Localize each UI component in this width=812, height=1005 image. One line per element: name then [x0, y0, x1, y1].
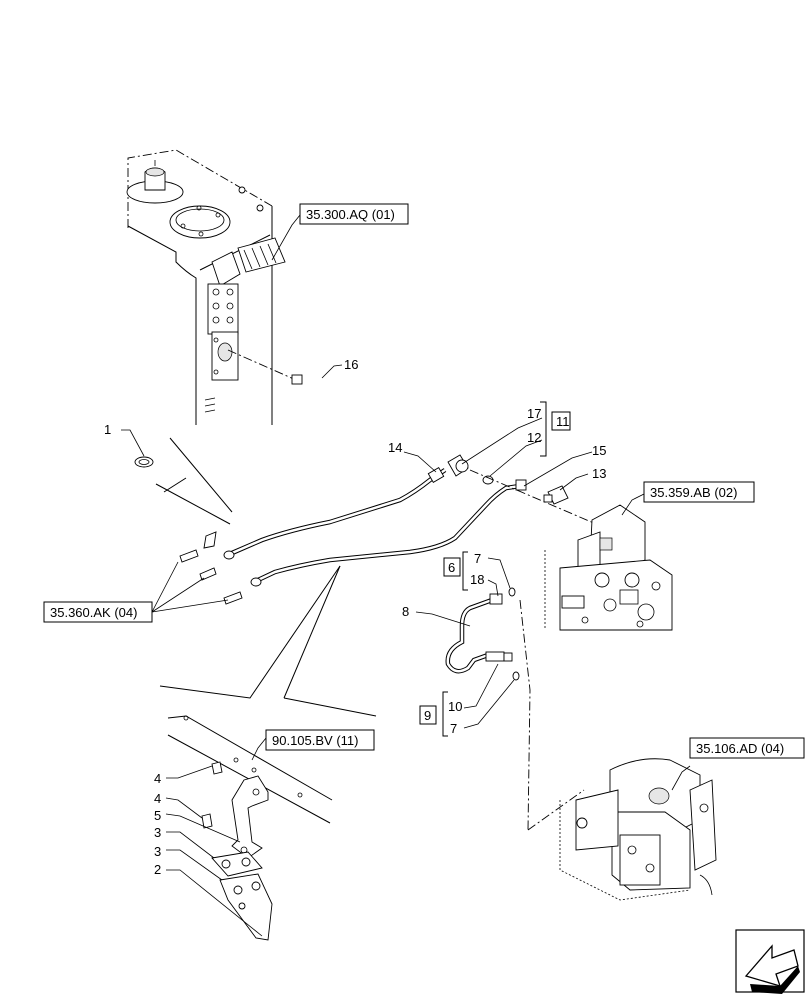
svg-text:11: 11: [556, 414, 570, 429]
callout-17[interactable]: 17: [527, 406, 541, 421]
leader-lines: [121, 214, 691, 937]
control-valve: [559, 504, 673, 631]
svg-text:35.106.AD (04): 35.106.AD (04): [696, 741, 784, 756]
ref-box-bracket[interactable]: 90.105.BV (11): [265, 729, 375, 751]
callout-1[interactable]: 1: [104, 422, 111, 437]
callout-18[interactable]: 18: [470, 572, 484, 587]
svg-text:35.359.AB (02): 35.359.AB (02): [650, 485, 737, 500]
callout-14[interactable]: 14: [388, 440, 402, 455]
callout-2[interactable]: 2: [154, 862, 161, 877]
hydraulic-tank: [126, 149, 297, 425]
callout-12[interactable]: 12: [527, 430, 541, 445]
o-ring-1: [134, 456, 154, 468]
callout-8[interactable]: 8: [402, 604, 409, 619]
washer-12: [482, 475, 494, 485]
callout-13[interactable]: 13: [592, 466, 606, 481]
clamp-3: [211, 851, 263, 877]
hydraulic-pump: [575, 758, 717, 896]
boxed-callout-9[interactable]: 9: [419, 705, 437, 725]
ref-box-hoses[interactable]: 35.360.AK (04): [43, 601, 153, 623]
adapter-13: [543, 485, 569, 505]
hose-15: [250, 479, 527, 587]
callout-15[interactable]: 15: [592, 443, 606, 458]
svg-text:90.105.BV (11): 90.105.BV (11): [272, 733, 358, 748]
ref-box-valve[interactable]: 35.359.AB (02): [643, 481, 755, 503]
ref-box-pump[interactable]: 35.106.AD (04): [689, 737, 805, 759]
svg-text:35.300.AQ (01): 35.300.AQ (01): [306, 207, 395, 222]
hose-14: [223, 454, 469, 560]
ref-box-tank[interactable]: 35.300.AQ (01): [299, 203, 409, 225]
clamp-plate-2: [219, 873, 273, 941]
hose-adapters: [179, 549, 243, 605]
callout-10[interactable]: 10: [448, 699, 462, 714]
svg-text:6: 6: [448, 560, 455, 575]
hose-8: [445, 593, 513, 674]
boxed-callout-11[interactable]: 11: [551, 411, 571, 431]
boxed-callout-6[interactable]: 6: [443, 557, 461, 577]
callout-4-upper[interactable]: 4: [154, 771, 161, 786]
arrow-navigation-icon[interactable]: [735, 929, 805, 994]
bracket-5: [231, 775, 269, 859]
bolts-4: [201, 761, 223, 829]
callout-5[interactable]: 5: [154, 808, 161, 823]
callout-3-lower[interactable]: 3: [154, 844, 161, 859]
seal-7-upper: [508, 587, 516, 597]
callout-7-upper[interactable]: 7: [474, 551, 481, 566]
svg-text:9: 9: [424, 708, 431, 723]
callout-3-upper[interactable]: 3: [154, 825, 161, 840]
seal-7-lower: [512, 671, 520, 681]
hose-16: [203, 374, 330, 549]
callout-4-lower[interactable]: 4: [154, 791, 161, 806]
callout-16[interactable]: 16: [344, 357, 358, 372]
svg-text:35.360.AK (04): 35.360.AK (04): [50, 605, 137, 620]
callouts: 1 16 14 17 12 15 13 7 18 8 10 7 4 4 5 3 …: [104, 357, 606, 877]
callout-7-lower[interactable]: 7: [450, 721, 457, 736]
